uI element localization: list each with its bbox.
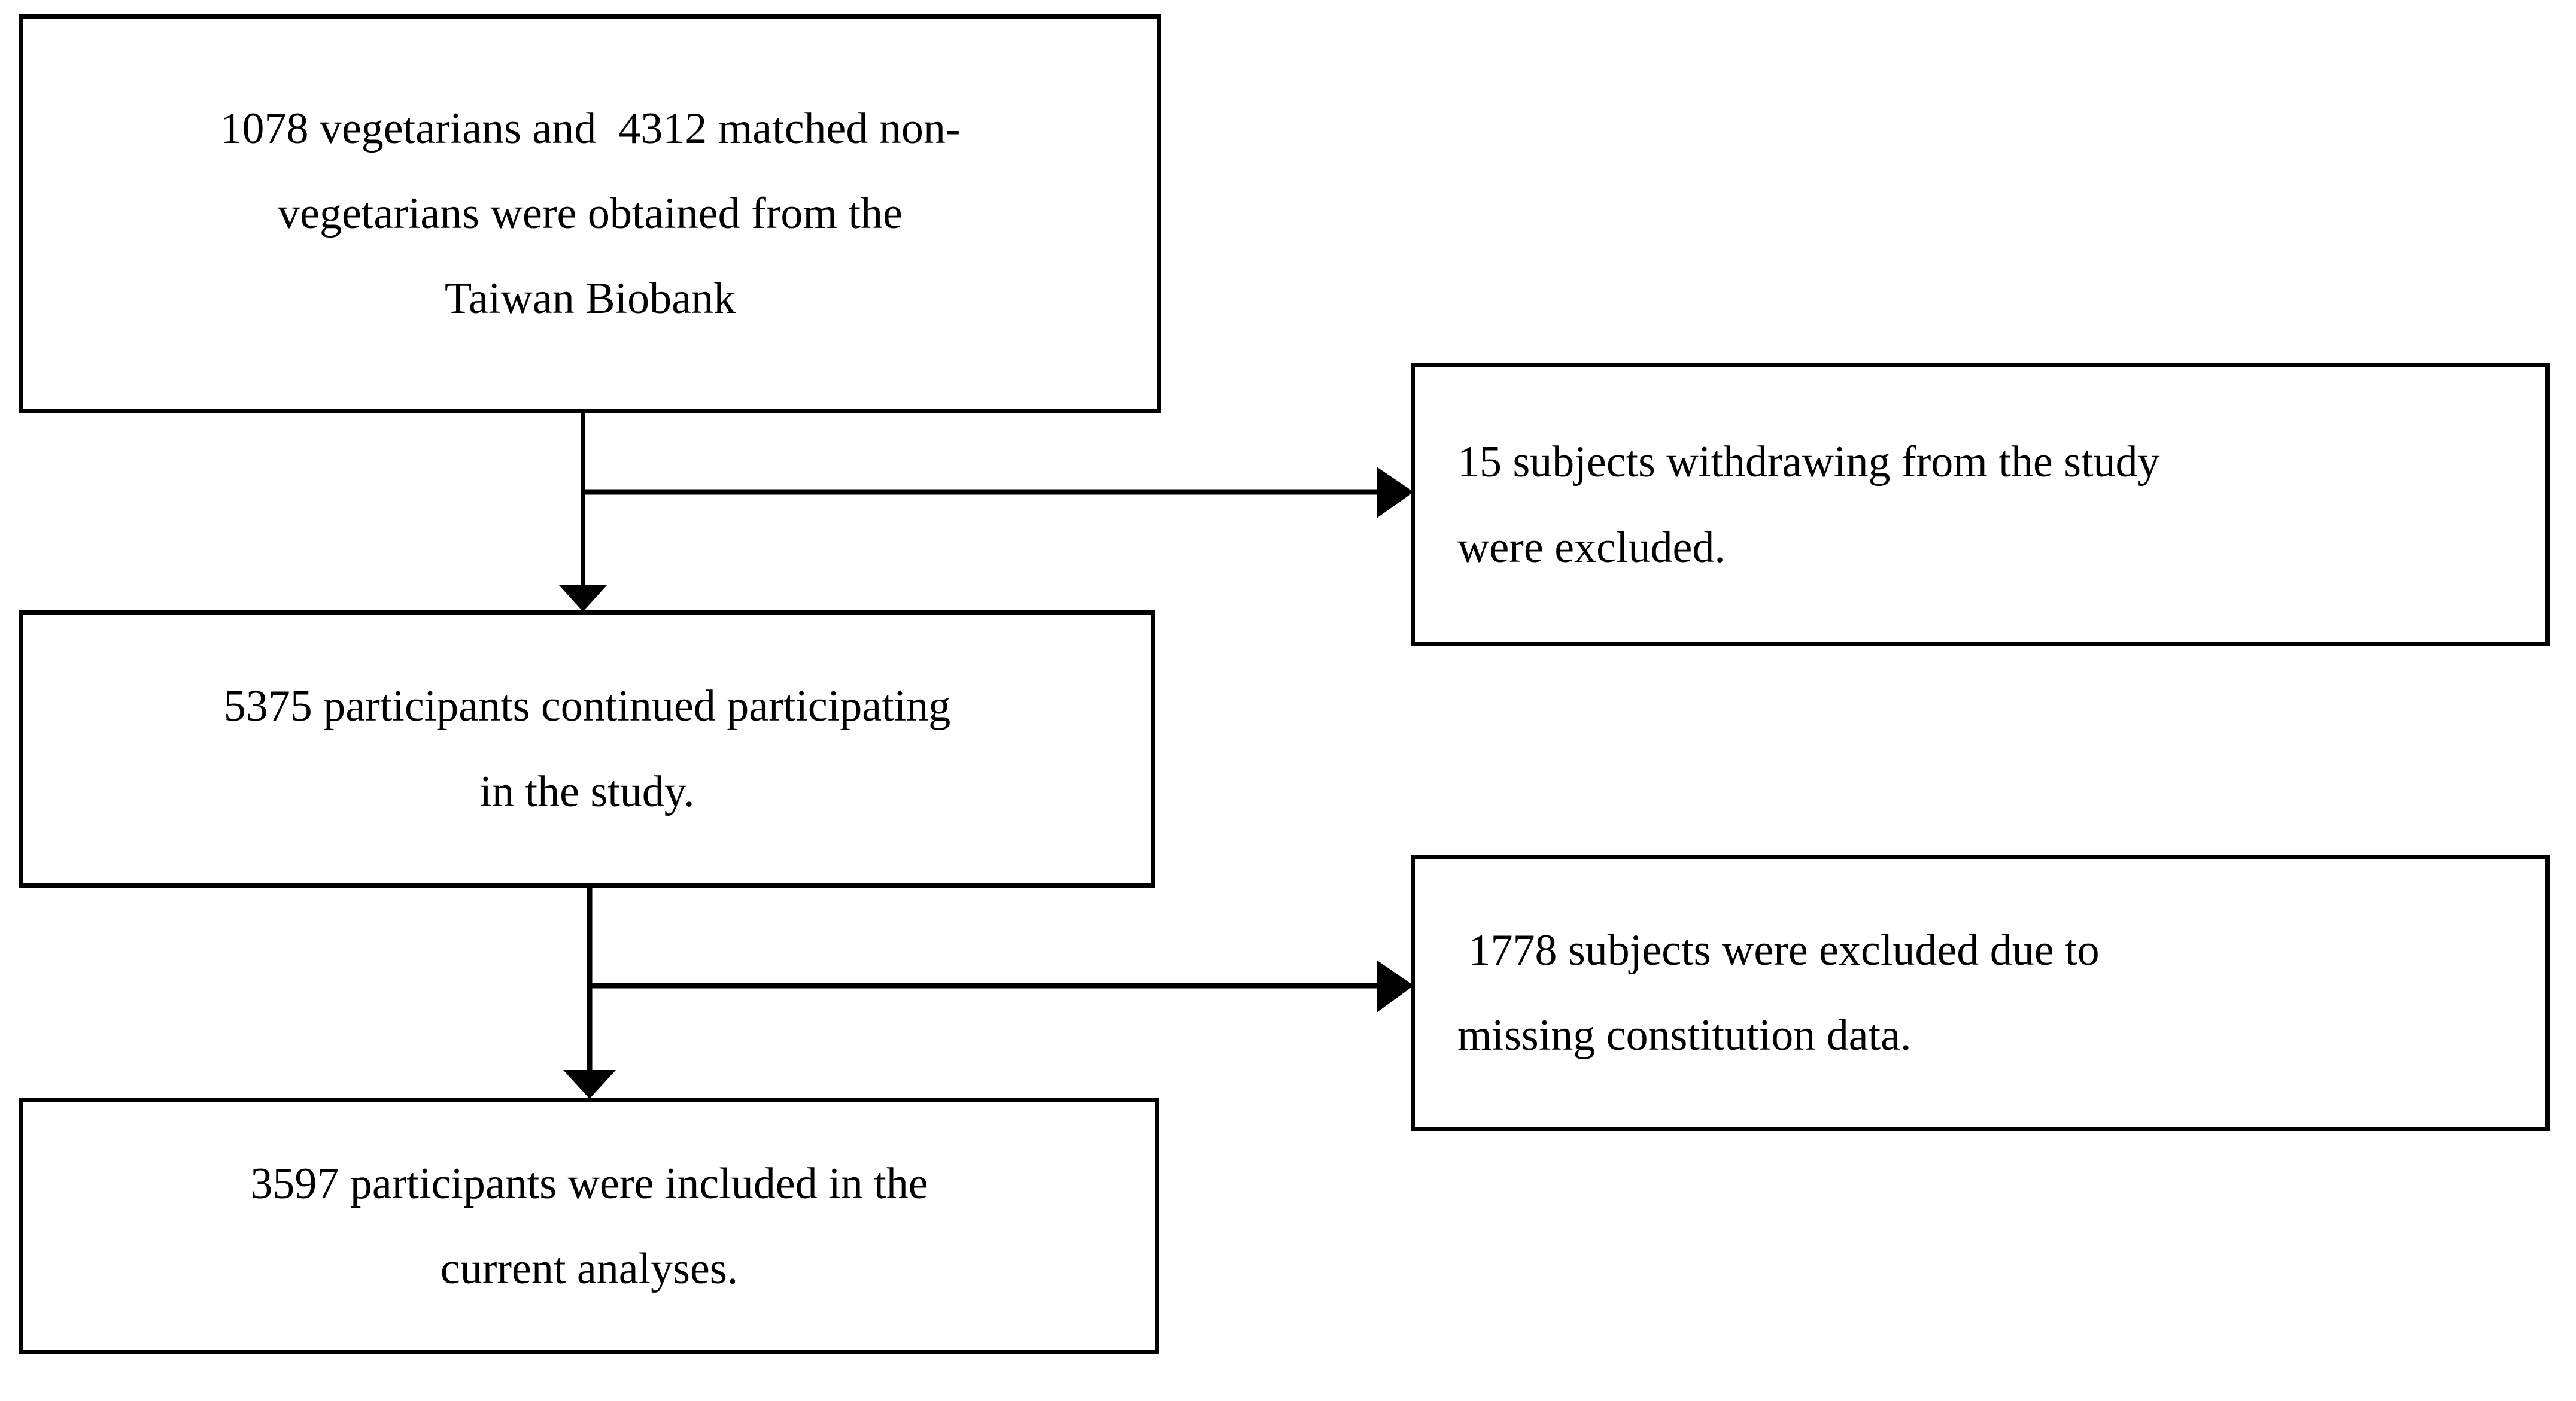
node-source-population-text: 1078 vegetarians and 4312 matched non- v… bbox=[220, 104, 961, 324]
node-excluded-withdrawn-text: 15 subjects withdrawing from the study w… bbox=[1457, 437, 2160, 572]
node-excluded-missing-data-text: 1778 subjects were excluded due to missi… bbox=[1457, 925, 2100, 1060]
edge-source-to-withdrawn bbox=[583, 467, 1414, 518]
edge-source-to-continued bbox=[559, 413, 607, 612]
node-continued-participants: 5375 participants continued participatin… bbox=[19, 610, 1155, 888]
node-included-analyses-text: 3597 participants were included in the c… bbox=[250, 1159, 928, 1293]
node-continued-participants-text: 5375 participants continued participatin… bbox=[223, 682, 951, 816]
edge-continued-to-included bbox=[563, 888, 616, 1099]
node-excluded-missing-data: 1778 subjects were excluded due to missi… bbox=[1411, 855, 2550, 1131]
node-source-population: 1078 vegetarians and 4312 matched non- v… bbox=[19, 14, 1161, 413]
node-included-analyses: 3597 participants were included in the c… bbox=[19, 1098, 1159, 1354]
node-excluded-withdrawn: 15 subjects withdrawing from the study w… bbox=[1411, 363, 2550, 646]
edge-continued-to-missing bbox=[590, 960, 1414, 1013]
